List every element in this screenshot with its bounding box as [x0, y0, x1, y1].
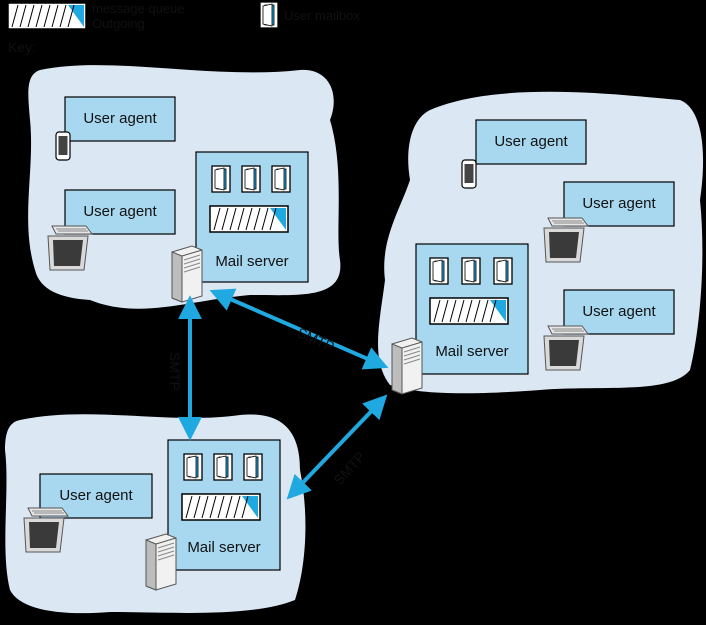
mailbox-icon: [243, 453, 263, 481]
smartphone-icon: [461, 159, 477, 189]
double-arrow-icon: [209, 288, 389, 370]
user-agent-box[interactable]: [64, 96, 176, 142]
user-agent-box[interactable]: [475, 119, 587, 165]
message-queue-icon: [7, 2, 87, 30]
user-agent-label: User agent: [59, 487, 133, 504]
mail-server-label: Mail server: [215, 253, 288, 270]
legend: message queue Outgoing User mailbox Key:: [7, 1, 360, 55]
smtp-label: SMTP: [330, 448, 368, 488]
network-cloud-1: User agent User agent Mail server: [28, 65, 341, 309]
message-queue-icon: [429, 297, 509, 325]
mailbox-label: User mailbox: [284, 8, 360, 23]
user-agent-label: User agent: [582, 195, 656, 212]
mailbox-icon: [461, 257, 481, 285]
user-agent-label: User agent: [83, 203, 157, 220]
network-cloud-2: User agent User agent User agent Mail se…: [378, 91, 704, 395]
mailbox-icon: [213, 453, 233, 481]
mail-server-label: Mail server: [187, 539, 260, 556]
mail-server-label: Mail server: [435, 343, 508, 360]
queue-label-line1: Outgoing: [92, 16, 145, 31]
user-agent-label: User agent: [494, 133, 568, 150]
mailbox-icon: [183, 453, 203, 481]
mailbox-icon: [271, 165, 291, 193]
message-queue-icon: [181, 493, 261, 521]
double-arrow-icon: [286, 394, 388, 500]
mailbox-icon: [241, 165, 261, 193]
server-tower-icon: [391, 337, 423, 395]
user-agent-label: User agent: [582, 303, 656, 320]
message-queue-icon: [209, 205, 289, 233]
mailbox-icon: [259, 1, 279, 29]
mailbox-icon: [429, 257, 449, 285]
smtp-label: SMTP: [167, 352, 183, 391]
server-tower-icon: [171, 245, 203, 303]
user-agent-label: User agent: [83, 110, 157, 127]
mailbox-icon: [493, 257, 513, 285]
server-tower-icon: [145, 533, 177, 591]
network-cloud-3: User agent Mail server: [5, 414, 306, 614]
smtp-label: SMTP: [295, 324, 337, 354]
key-title: Key:: [8, 39, 36, 55]
queue-label-line2: message queue: [92, 1, 185, 16]
smartphone-icon: [55, 131, 71, 161]
mailbox-icon: [211, 165, 231, 193]
